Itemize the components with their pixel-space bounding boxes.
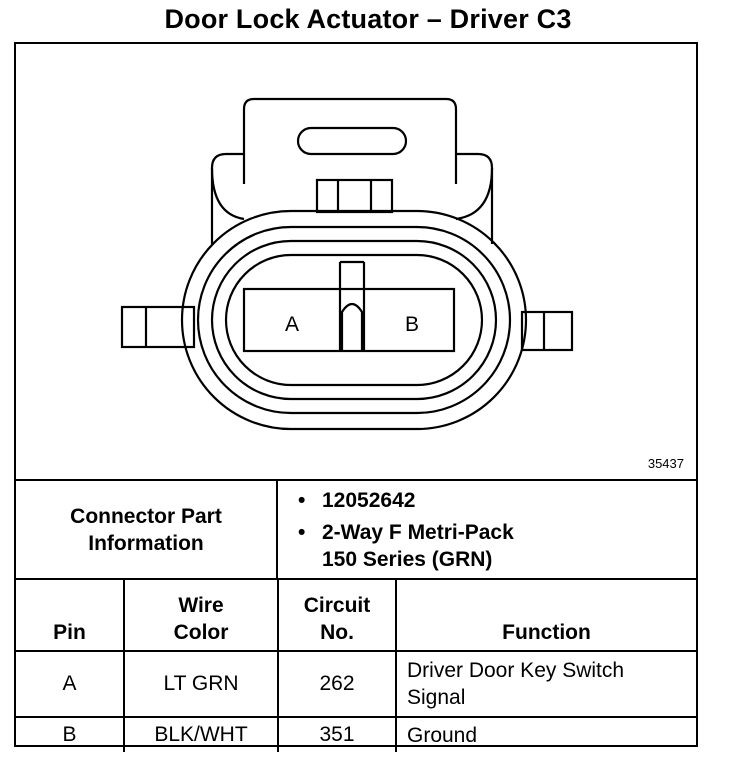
cell-circuit: 351 (277, 716, 397, 752)
seal-oval-1 (196, 225, 512, 415)
pin-label-a: A (285, 313, 299, 336)
pin-label-b: B (405, 313, 419, 336)
latch-tab (242, 97, 458, 184)
connector-shell (210, 152, 494, 244)
cell-wire-color: BLK/WHT (123, 716, 279, 752)
outer-oval (180, 209, 528, 431)
part-description: 2-Way F Metri-Pack (322, 521, 514, 544)
figure-number: 35437 (647, 456, 684, 471)
left-ear (120, 305, 196, 349)
label-line: Connector Part (70, 504, 222, 528)
connector-face-svg: A B (120, 97, 574, 431)
right-ear (520, 310, 574, 352)
diagram-title: Door Lock Actuator – Driver C3 (164, 4, 572, 34)
connector-frame: A B 35437 Connector Part Information • 1… (14, 42, 698, 752)
latch-rib (315, 178, 394, 214)
latch-slot (296, 126, 408, 156)
cell-pin: A (16, 650, 125, 718)
cell-function: Ground (395, 716, 696, 752)
table-row: B BLK/WHT 351 Ground (16, 716, 696, 752)
connector-drawing: A B 35437 (16, 44, 696, 479)
label-line: Information (88, 531, 204, 555)
connector-part-info-values: • 12052642 • 2-Way F Metri-Pack 150 Seri… (280, 481, 696, 578)
cell-pin: B (16, 716, 125, 752)
divider (16, 479, 696, 481)
bullet: • (298, 489, 306, 512)
header-pin: Pin (16, 580, 125, 652)
inner-oval (224, 253, 484, 387)
header-function: Function (395, 580, 696, 652)
cavity-block (242, 287, 456, 353)
part-number: 12052642 (322, 489, 416, 512)
cell-wire-color: LT GRN (123, 650, 279, 718)
cell-circuit: 262 (277, 650, 397, 718)
connector-part-info-label: Connector Part Information (16, 481, 278, 578)
part-info-item: • 2-Way F Metri-Pack 150 Series (GRN) (298, 519, 514, 573)
seal-oval-2 (210, 239, 498, 401)
table-row: A LT GRN 262 Driver Door Key Switch Sign… (16, 650, 696, 718)
part-description: 150 Series (GRN) (322, 548, 493, 571)
part-info-list: • 12052642 • 2-Way F Metri-Pack 150 Seri… (298, 487, 514, 573)
polarizing-key (338, 262, 366, 351)
divider (16, 578, 696, 580)
part-info-item: • 12052642 (298, 487, 514, 514)
cell-function: Driver Door Key Switch Signal (395, 650, 696, 718)
bullet: • (298, 521, 306, 544)
